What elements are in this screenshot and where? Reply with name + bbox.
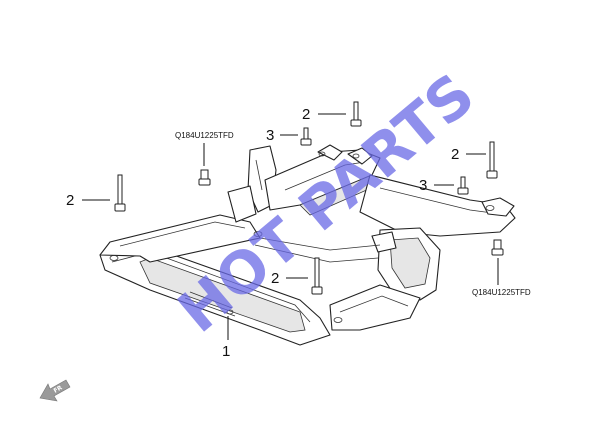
callout-2-left: 2 — [66, 192, 74, 209]
front-arrow-label: FR — [53, 384, 64, 395]
leader-lines — [82, 113, 499, 340]
part-code-right: Q184U1225TFD — [472, 288, 531, 297]
front-subframe-drawing — [99, 144, 516, 346]
bolt-part-3-top — [300, 127, 312, 146]
callout-3-top: 3 — [266, 127, 274, 144]
bolt-code-right — [491, 239, 504, 256]
bolt-part-3-right — [457, 176, 469, 195]
front-direction-arrow-icon: FR — [39, 379, 71, 402]
callout-2-center: 2 — [271, 270, 279, 287]
part-code-left: Q184U1225TFD — [175, 131, 234, 140]
callout-2-top: 2 — [302, 106, 310, 123]
bolt-part-2-left — [114, 174, 126, 212]
callout-2-right: 2 — [451, 146, 459, 163]
bolt-code-left — [198, 169, 211, 186]
bolt-part-2-center — [311, 257, 323, 295]
callout-3-right: 3 — [419, 177, 427, 194]
bolt-part-2-right — [486, 141, 498, 179]
bolt-part-2-top — [350, 101, 362, 127]
callout-1: 1 — [222, 343, 230, 360]
